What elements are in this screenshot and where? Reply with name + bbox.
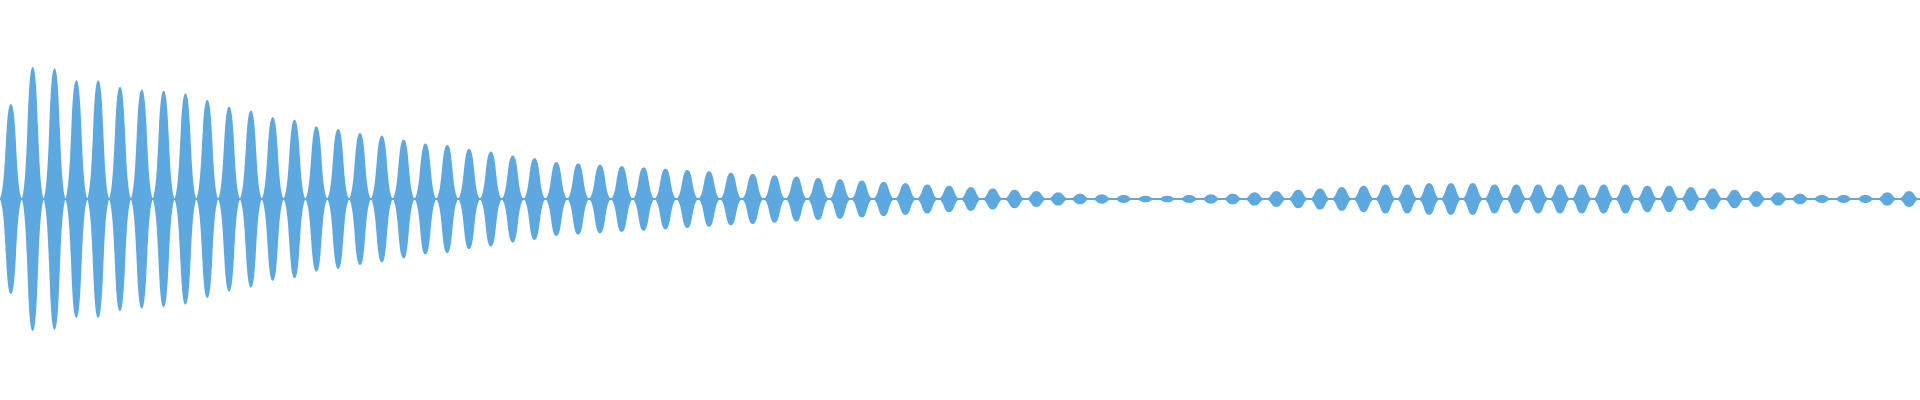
waveform-centre-line [0,198,1920,200]
waveform-bursts [0,67,1920,331]
